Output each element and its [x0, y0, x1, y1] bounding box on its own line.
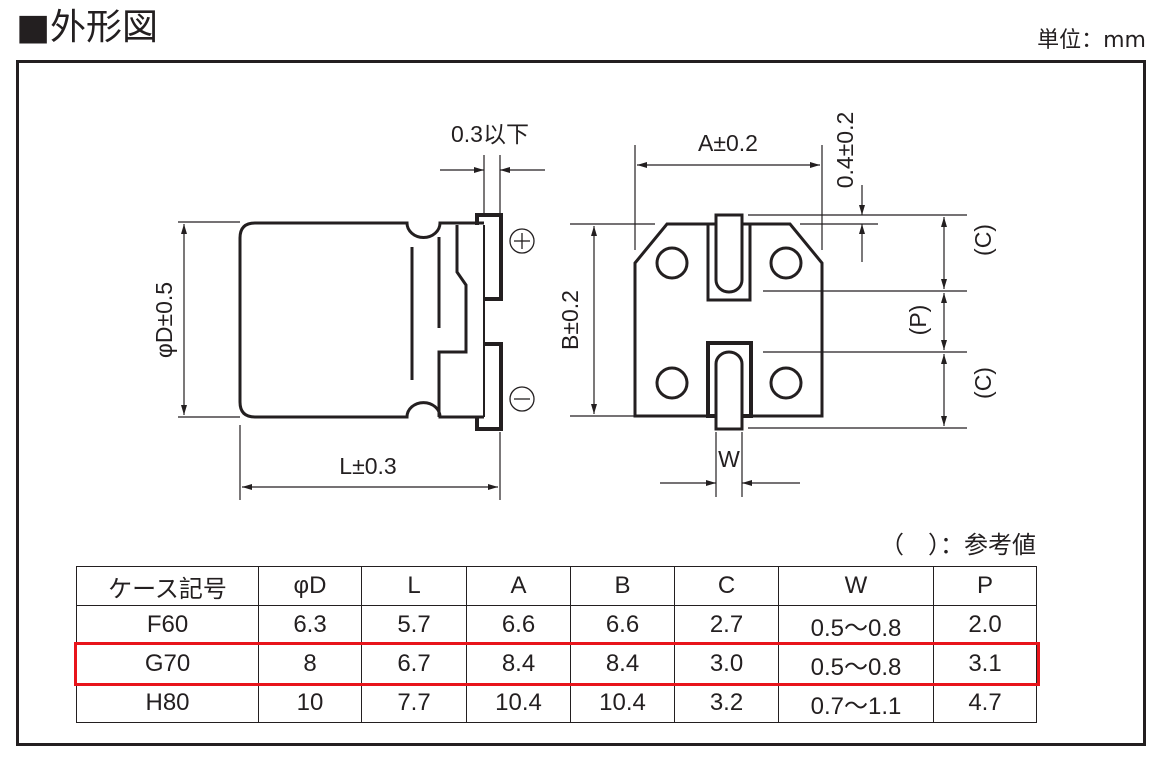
cell: 10.4 — [570, 683, 675, 723]
dim-L-label: L±0.3 — [339, 453, 396, 479]
header-cell: C — [674, 566, 779, 606]
cell: 3.1 — [933, 644, 1037, 684]
cell: 6.3 — [258, 605, 362, 645]
cell: 8.4 — [466, 644, 571, 684]
cell: 2.0 — [933, 605, 1037, 645]
drawing-frame — [16, 60, 1146, 746]
cell: 2.7 — [674, 605, 779, 645]
header-cell: ケース記号 — [76, 566, 259, 606]
header-cell: B — [570, 566, 675, 606]
cell: F60 — [76, 605, 259, 645]
plus-terminal-icon — [509, 228, 535, 254]
cell: H80 — [76, 683, 259, 723]
section-title: ■外形図 — [16, 7, 159, 48]
minus-terminal-icon — [509, 386, 535, 412]
dim-P-label: (P) — [905, 305, 931, 336]
dim-W-label: W — [718, 446, 740, 472]
cell: 6.6 — [466, 605, 571, 645]
cell: 5.7 — [361, 605, 467, 645]
cell: 6.7 — [361, 644, 467, 684]
cell: 8 — [258, 644, 362, 684]
capacitor-side-view — [238, 213, 503, 431]
dim-C-top-label: (C) — [970, 224, 996, 256]
reference-note: （ ）：参考値 — [880, 531, 1036, 559]
cell: 0.5～0.8 — [778, 605, 934, 645]
cell: 3.2 — [674, 683, 779, 723]
table-header-row: ケース記号 φD L A B C W P — [76, 566, 1037, 606]
header-cell: W — [778, 566, 934, 606]
dim-B-label: B±0.2 — [557, 290, 583, 350]
header-cell: A — [466, 566, 571, 606]
cell: G70 — [76, 644, 259, 684]
unit-label: 単位：mm — [1037, 28, 1146, 53]
cell: 7.7 — [361, 683, 467, 723]
cell: 10.4 — [466, 683, 571, 723]
header-cell: φD — [258, 566, 362, 606]
header-cell: L — [361, 566, 467, 606]
cell: 3.0 — [674, 644, 779, 684]
header-cell: P — [933, 566, 1037, 606]
cell: 10 — [258, 683, 362, 723]
dim-phiD-label: φD±0.5 — [151, 282, 177, 358]
capacitor-bottom-view — [633, 213, 824, 431]
cell: 0.7～1.1 — [778, 683, 934, 723]
dim-lead-label: 0.3以下 — [451, 121, 529, 147]
cell: 4.7 — [933, 683, 1037, 723]
cell: 8.4 — [570, 644, 675, 684]
cell: 0.5～0.8 — [778, 644, 934, 684]
dim-04-label: 0.4±0.2 — [832, 112, 858, 189]
dim-C-bottom-label: (C) — [970, 367, 996, 399]
dim-A-label: A±0.2 — [698, 130, 758, 156]
cell: 6.6 — [570, 605, 675, 645]
